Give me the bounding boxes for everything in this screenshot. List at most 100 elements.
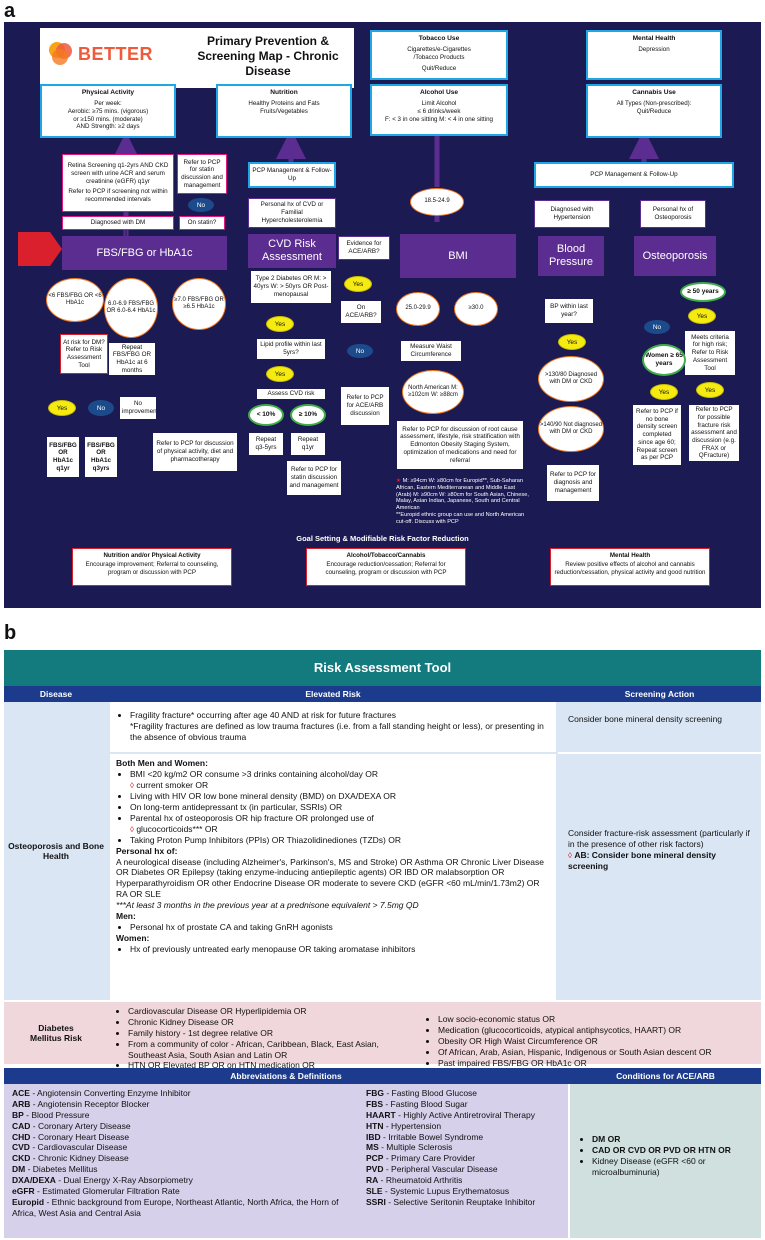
fbs-header: FBS/FBG or HbA1c: [62, 236, 227, 270]
abbr-item: PVD - Peripheral Vascular Disease: [366, 1164, 498, 1175]
col-disease: Disease: [39, 689, 73, 699]
refer-ace-box: Refer to PCP for ACE/ARB discussion: [340, 386, 390, 426]
on-statin-box: On statin?: [179, 216, 225, 230]
risk-parental: Parental hx of osteoporosis OR hip fract…: [130, 812, 374, 823]
retina-screening-box: Retina Screening q1-2yrs AND CKD screen …: [62, 154, 174, 212]
diamond-icon: ◊: [130, 824, 134, 834]
dm-risk-item: HTN OR Elevated BP OR on HTN medication …: [128, 1060, 414, 1071]
no-badge: No: [644, 320, 670, 334]
bmi-normal-range: 18.5-24.9: [410, 188, 464, 216]
cvd-pcp-box: PCP Management & Follow-Up: [248, 162, 336, 188]
abbr-title: Abbreviations & Definitions: [230, 1071, 342, 1081]
action-bmd: Consider bone mineral density screening: [568, 714, 723, 724]
abbr-item: eGFR - Estimated Glomerular Filtration R…: [12, 1185, 180, 1196]
risk-ppi: Taking Proton Pump Inhibitors (PPIs) OR …: [130, 835, 548, 846]
no-badge: No: [347, 344, 373, 358]
abbr-item: BP - Blood Pressure: [12, 1109, 90, 1120]
women-65-oval: Women ≥ 65 years: [642, 344, 686, 376]
dm-disease-name: Diabetes Mellitus Risk: [30, 1023, 82, 1043]
screening-map: BETTER Primary Prevention & Screening Ma…: [4, 22, 761, 608]
cvd-risk-low: < 10%: [248, 404, 284, 426]
osteo-header: Osteoporosis: [634, 236, 716, 276]
osteo-risk-cell: Fragility fracture* occurring after age …: [108, 702, 558, 1000]
risk-smoker: current smoker OR: [136, 779, 209, 790]
t2d-criteria-box: Type 2 Diabetes OR M: > 40yrs W: > 50yrs…: [250, 270, 332, 304]
diagnosed-dm-box: Diagnosed with DM: [62, 216, 174, 230]
abbr-item: FBS - Fasting Blood Sugar: [366, 1098, 468, 1109]
abbr-item: RA - Rheumatoid Arthritis: [366, 1175, 463, 1185]
osteo-disease-name: Osteoporosis and Bone Health: [8, 841, 104, 861]
abbr-item: PCP - Primary Care Provider: [366, 1153, 476, 1164]
abbr-item: HTN - Hypertension: [366, 1120, 442, 1131]
no-badge: No: [188, 198, 214, 212]
cvd-hx-box: Personal hx of CVD or Familial Hyperchol…: [248, 198, 336, 228]
abbr-item: MS - Multiple Sclerosis: [366, 1142, 453, 1153]
personal-hx-list: A neurological disease (including Alzhei…: [116, 856, 544, 900]
cond-title: Conditions for ACE/ARB: [616, 1071, 715, 1081]
age-50-oval: ≥ 50 years: [680, 282, 726, 302]
prednisone-note: ***At least 3 months in the previous yea…: [116, 900, 419, 911]
risk-menopause: Hx of previously untreated early menopau…: [130, 944, 548, 955]
bmi-header: BMI: [400, 234, 516, 278]
bp-range-nodm: >140/90 Not diagnosed with DM or CKD: [538, 406, 604, 452]
bmi-overweight: 25.0-29.9: [396, 292, 440, 326]
title-box: BETTER Primary Prevention & Screening Ma…: [40, 28, 354, 88]
dm-risk-item: Medication (glucocorticoids, atypical an…: [438, 1025, 754, 1036]
no-improvement-box: No improvement?: [119, 396, 157, 420]
yes-badge: Yes: [650, 384, 678, 400]
abbr-body: ACE - Angiotensin Converting Enzyme Inhi…: [4, 1084, 761, 1238]
col-risk: Elevated Risk: [305, 689, 361, 699]
osteo-refer2-box: Refer to PCP for possible fracture risk …: [688, 404, 740, 462]
abbr-item: FBG - Fasting Blood Glucose: [366, 1088, 478, 1098]
abbr-item: DXA/DEXA - Dual Energy X-Ray Absorpiomet…: [12, 1175, 193, 1185]
cvd-risk-high: ≥ 10%: [290, 404, 326, 426]
bp-refer-box: Refer to PCP for diagnosis and managemen…: [546, 464, 600, 502]
fbs-range-low: <6 FBS/FBG OR <6 HbA1c: [46, 278, 104, 322]
dm-risk-item: Past impaired FBS/FBG OR HbA1c OR: [438, 1058, 754, 1069]
action-fracture: Consider fracture-risk assessment (parti…: [568, 828, 750, 871]
at-risk-dm-box: At risk for DM? Refer to Risk Assessment…: [60, 334, 108, 374]
yes-badge: Yes: [696, 382, 724, 398]
goal-title: Goal Setting & Modifiable Risk Factor Re…: [296, 534, 469, 543]
abbr-item: ARB - Angiotensin Receptor Blocker: [12, 1098, 150, 1109]
bmi-obese: ≥30.0: [454, 292, 498, 326]
dm-risk-item: Cardiovascular Disease OR Hyperlipidemia…: [128, 1006, 414, 1017]
dm-risk-item: From a community of color - African, Car…: [128, 1039, 414, 1061]
yes-badge: Yes: [48, 400, 76, 416]
risk-glucocorticoids: glucocorticoids*** OR: [136, 823, 218, 834]
abbr-item: CKD - Chronic Kidney Disease: [12, 1153, 129, 1164]
abbr-item: SSRI - Selective Seritonin Reuptake Inhi…: [366, 1196, 536, 1207]
dm-row: Diabetes Mellitus Risk Cardiovascular Di…: [4, 1002, 761, 1081]
risk-tool-title: Risk Assessment Tool: [4, 650, 761, 686]
bmi-refer-box: Refer to PCP for discussion of root caus…: [396, 420, 524, 470]
osteo-hx-box: Personal hx of Osteoporosis: [640, 200, 706, 228]
col-action: Screening Action: [624, 689, 695, 699]
dm-risk-item: Low socio-economic status OR: [438, 1014, 754, 1025]
repeat-fbs-box: Repeat FBS/FBG OR HbA1c at 6 months: [108, 342, 156, 376]
fbs-range-high: ≥7.0 FBS/FBG OR ≥6.5 HbA1c: [172, 278, 226, 330]
panel-a-label: a: [4, 0, 16, 22]
on-ace-box: On ACE/ARB?: [340, 300, 382, 324]
lipid-profile-box: Lipid profile within last 5yrs?: [256, 338, 326, 360]
repeat-1yr-box: Repeat q1yr: [290, 432, 326, 456]
abbr-item: CHD - Coronary Heart Disease: [12, 1131, 130, 1142]
fbs-refer-box: Refer to PCP for discussion of physical …: [152, 432, 238, 472]
fbs-q1yr-box: FBS/FBG OR HbA1c q1yr: [46, 436, 80, 478]
risk-hiv: Living with HIV OR low bone mineral dens…: [130, 791, 548, 802]
bmi-footnote: ★ M: ≥94cm W: ≥80cm for Europid**, Sub-S…: [396, 478, 529, 525]
evidence-ace-box: Evidence for ACE/ARB?: [338, 236, 390, 260]
abbr-item: DM - Diabetes Mellitus: [12, 1164, 98, 1175]
statin-refer-box: Refer to PCP for statin discussion and m…: [177, 154, 227, 194]
hypertension-box: Diagnosed with Hypertension: [534, 200, 610, 228]
logo-text: BETTER: [78, 44, 153, 64]
measure-waist-box: Measure Waist Circumference: [400, 340, 462, 362]
page-title: Primary Prevention & Screening Map - Chr…: [197, 34, 339, 78]
